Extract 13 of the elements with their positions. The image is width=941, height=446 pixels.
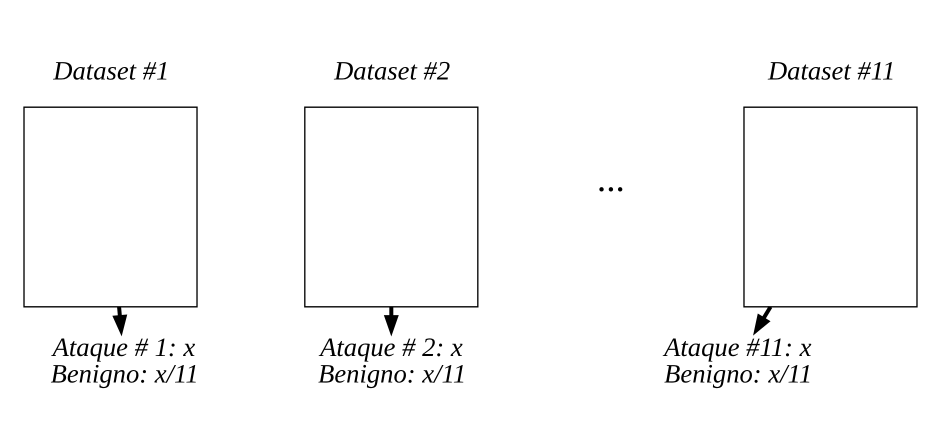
- node-text: Ataque #11: x Benigno: x/11: [664, 332, 812, 389]
- node-label: Dataset #11: [768, 55, 896, 86]
- node-box: [304, 106, 478, 308]
- arrow: [384, 307, 399, 336]
- label: ...: [596, 158, 625, 200]
- node-label: Dataset #1: [53, 55, 170, 86]
- arrow: [753, 306, 772, 336]
- node-box: [743, 106, 918, 308]
- node-text: Ataque # 1: x Benigno: x/11: [50, 332, 199, 389]
- node-text: Ataque # 2: x Benigno: x/11: [318, 332, 466, 389]
- node-label: Dataset #2: [334, 55, 450, 86]
- node-box: [23, 106, 198, 308]
- arrow: [112, 306, 128, 336]
